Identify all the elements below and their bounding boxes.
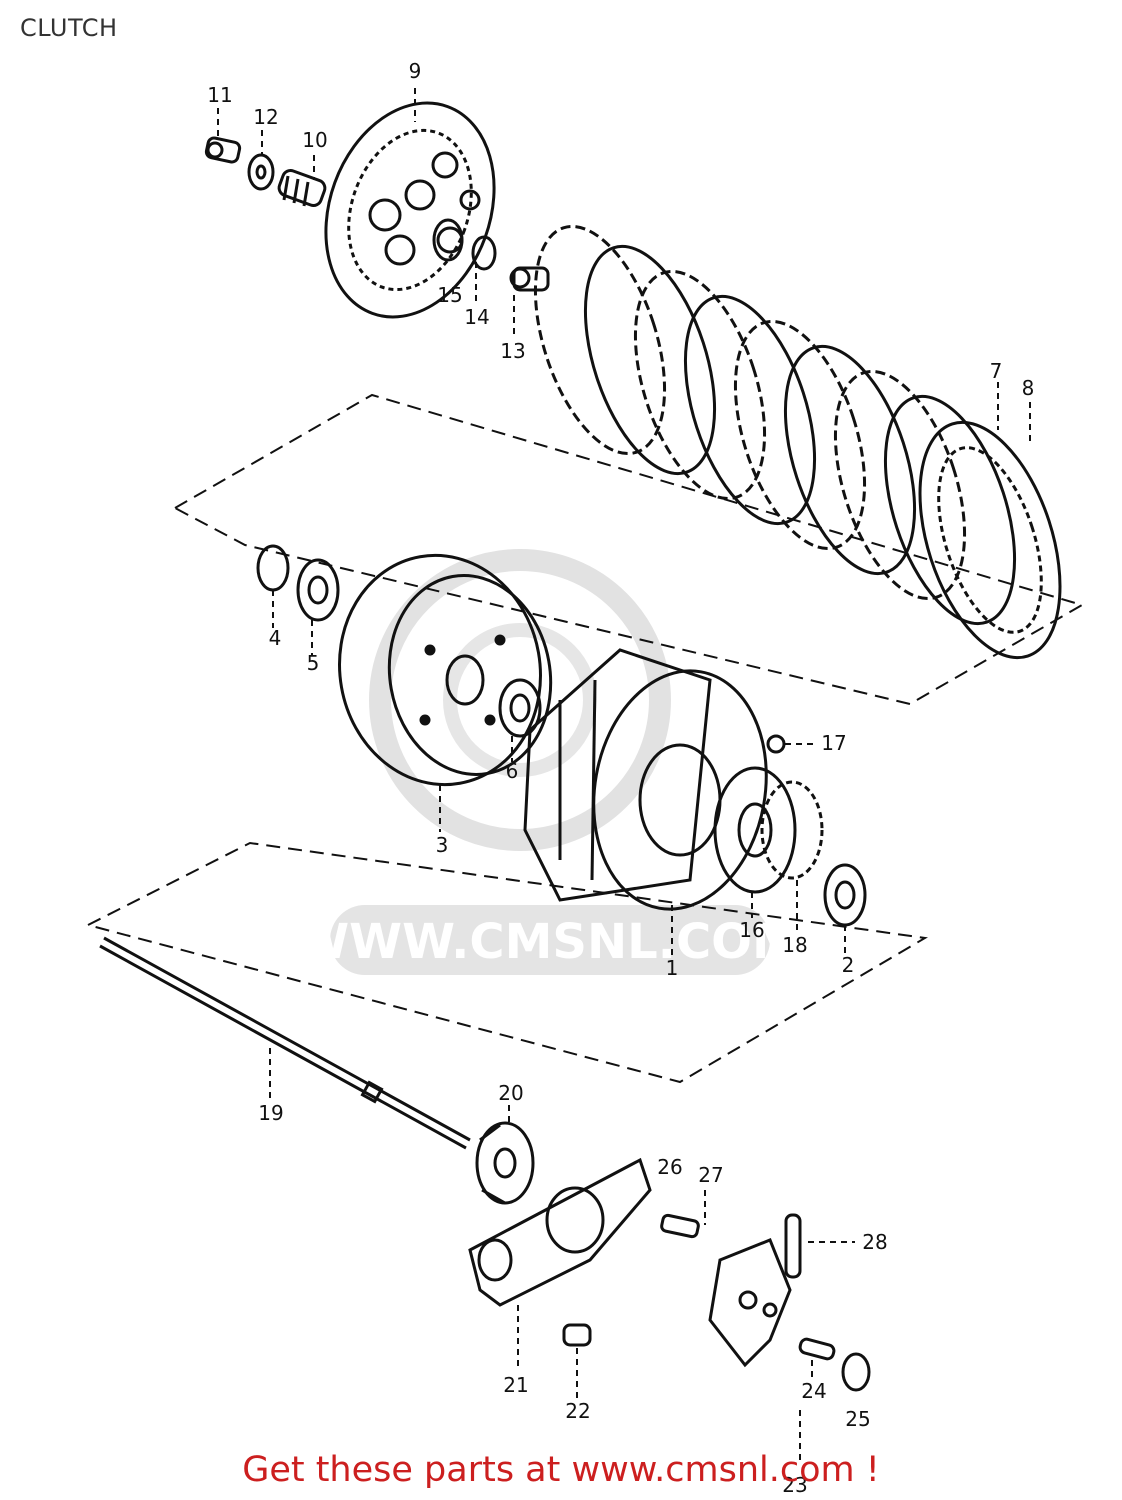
release-bearing	[432, 218, 550, 292]
callout-24: 24	[801, 1379, 826, 1403]
callout-26: 26	[657, 1155, 682, 1179]
pressure-plate	[324, 101, 496, 319]
bolt-22	[562, 1323, 592, 1347]
clip-25	[841, 1352, 871, 1392]
callout-13: 13	[500, 339, 525, 363]
callout-1: 1	[666, 956, 679, 980]
callout-17: 17	[821, 731, 846, 755]
washer-4	[256, 544, 290, 592]
screw-27	[660, 1213, 700, 1239]
assembly-outline-upper	[174, 393, 1085, 706]
callout-4: 4	[269, 626, 282, 650]
callout-23: 23	[782, 1473, 807, 1497]
callout-15: 15	[437, 283, 462, 307]
callout-22: 22	[565, 1399, 590, 1423]
washer-2	[823, 863, 867, 927]
callout-11: 11	[207, 83, 232, 107]
pin-17	[766, 734, 786, 754]
clutch-spring	[277, 169, 327, 207]
push-rod	[99, 936, 471, 1150]
clutch-bolt	[204, 136, 242, 164]
callout-labels: 1 2 3 4 5 6 7 8 9 10 11 12 13 14 15 16 1…	[207, 59, 1034, 1497]
callout-8: 8	[1022, 376, 1035, 400]
thrust-washer-6	[498, 678, 542, 738]
clutch-plate-stack	[533, 224, 1062, 660]
clutch-sleeve-hub	[338, 553, 553, 787]
callout-19: 19	[258, 1101, 283, 1125]
callout-6: 6	[506, 759, 519, 783]
callout-25: 25	[845, 1407, 870, 1431]
spring-28	[784, 1213, 802, 1279]
oil-pump-drive-gear	[713, 766, 824, 894]
callout-12: 12	[253, 105, 278, 129]
leader-lines	[217, 88, 1031, 1462]
footer-parts-link[interactable]: Get these parts at www.cmsnl.com !	[242, 1450, 880, 1490]
lock-washer-5	[296, 558, 340, 622]
page-title: CLUTCH	[20, 14, 118, 42]
washer-12	[247, 153, 275, 191]
assembly-outline-lower	[87, 841, 928, 1084]
callout-2: 2	[842, 953, 855, 977]
pin-24	[798, 1337, 836, 1361]
watermark-logo: WWW.CMSNL.COM	[296, 549, 800, 975]
callout-14: 14	[464, 305, 489, 329]
callout-20: 20	[498, 1081, 523, 1105]
watermark-text: WWW.CMSNL.COM	[296, 914, 800, 970]
callout-3: 3	[436, 833, 449, 857]
release-arm-housing	[708, 1238, 792, 1368]
callout-16: 16	[739, 918, 764, 942]
callout-7: 7	[990, 359, 1003, 383]
release-cover-plate	[468, 1157, 652, 1307]
callout-5: 5	[307, 651, 320, 675]
callout-9: 9	[409, 59, 422, 83]
callout-27: 27	[698, 1163, 723, 1187]
callout-28: 28	[862, 1230, 887, 1254]
callout-21: 21	[503, 1373, 528, 1397]
callout-10: 10	[302, 128, 327, 152]
oil-seal	[475, 1121, 535, 1205]
callout-18: 18	[782, 933, 807, 957]
